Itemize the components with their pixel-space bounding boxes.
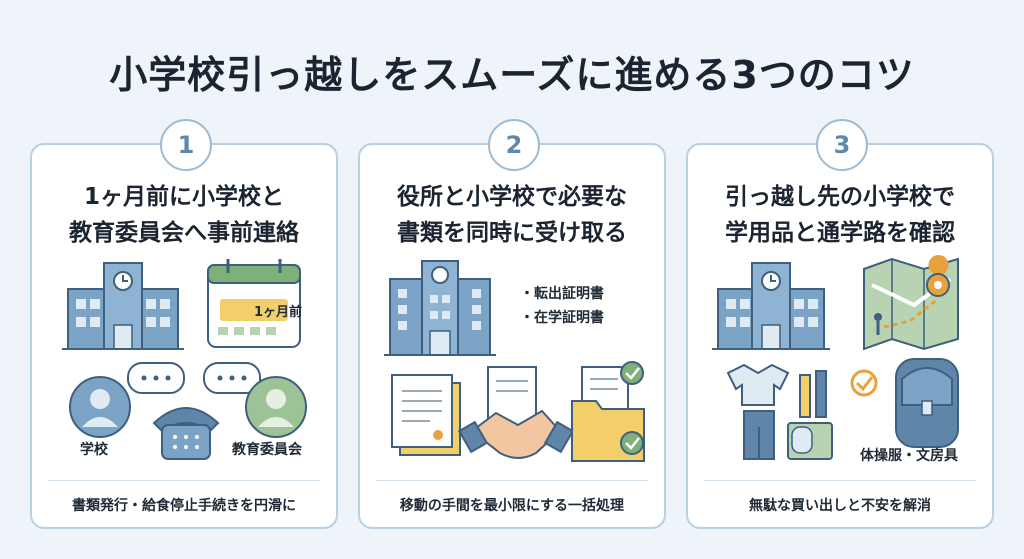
- step-number-badge: 3: [816, 119, 868, 171]
- step-footer: 無駄な買い出しと不安を解消: [749, 498, 931, 514]
- school-backpack-icon: [895, 358, 959, 448]
- step-card-1: 1 1ヶ月前に小学校と 教育委員会へ事前連絡: [30, 119, 338, 529]
- telephone-icon: [152, 407, 220, 460]
- doc-item-2: ・在学証明書: [520, 310, 604, 326]
- divider: [48, 480, 320, 481]
- check-icon: [850, 369, 878, 397]
- doc-item-1: ・転出証明書: [520, 286, 604, 302]
- school-building-icon: [62, 262, 184, 350]
- speech-bubble-icon: [127, 362, 261, 394]
- step-3-illustration: [712, 255, 959, 460]
- step-heading: 1ヶ月前に小学校と 教育委員会へ事前連絡: [69, 184, 299, 246]
- document-stack-icon: [391, 374, 461, 456]
- step-2-illustration: [384, 260, 645, 462]
- route-map-icon: [863, 255, 959, 351]
- new-school-building-icon: [712, 262, 830, 350]
- stationery-icon: [787, 370, 833, 460]
- handshake-icon: [457, 366, 575, 459]
- board-of-education-speaker-icon: [245, 376, 307, 438]
- calendar-label: 1ヶ月前: [253, 305, 303, 320]
- step-card-2: 2 役所と小学校で必要な 書類を同時に受け取る: [358, 119, 666, 529]
- step-number-badge: 1: [160, 119, 212, 171]
- folder-check-icon: [571, 361, 645, 462]
- gym-clothes-icon: [726, 363, 790, 460]
- step-1-illustration: [62, 259, 307, 460]
- step-heading: 引っ越し先の小学校で 学用品と通学路を確認: [725, 184, 955, 246]
- divider: [376, 480, 648, 481]
- city-office-building-icon: [384, 260, 496, 356]
- speaker-label-school: 学校: [80, 442, 108, 458]
- school-speaker-icon: [69, 376, 131, 438]
- speaker-label-board: 教育委員会: [232, 442, 302, 458]
- divider: [704, 480, 976, 481]
- calendar-icon: [207, 259, 301, 348]
- step-footer: 書類発行・給食停止手続きを円滑に: [72, 498, 296, 514]
- page-title: 小学校引っ越しをスムーズに進める3つのコツ: [109, 53, 915, 97]
- step-number-badge: 2: [488, 119, 540, 171]
- step-heading: 役所と小学校で必要な 書類を同時に受け取る: [397, 184, 627, 246]
- step-footer: 移動の手間を最小限にする一括処理: [399, 498, 625, 514]
- step-card-3: 3 引っ越し先の小学校で 学用品と通学路を確認: [686, 119, 994, 529]
- supplies-label: 体操服・文房具: [860, 448, 958, 464]
